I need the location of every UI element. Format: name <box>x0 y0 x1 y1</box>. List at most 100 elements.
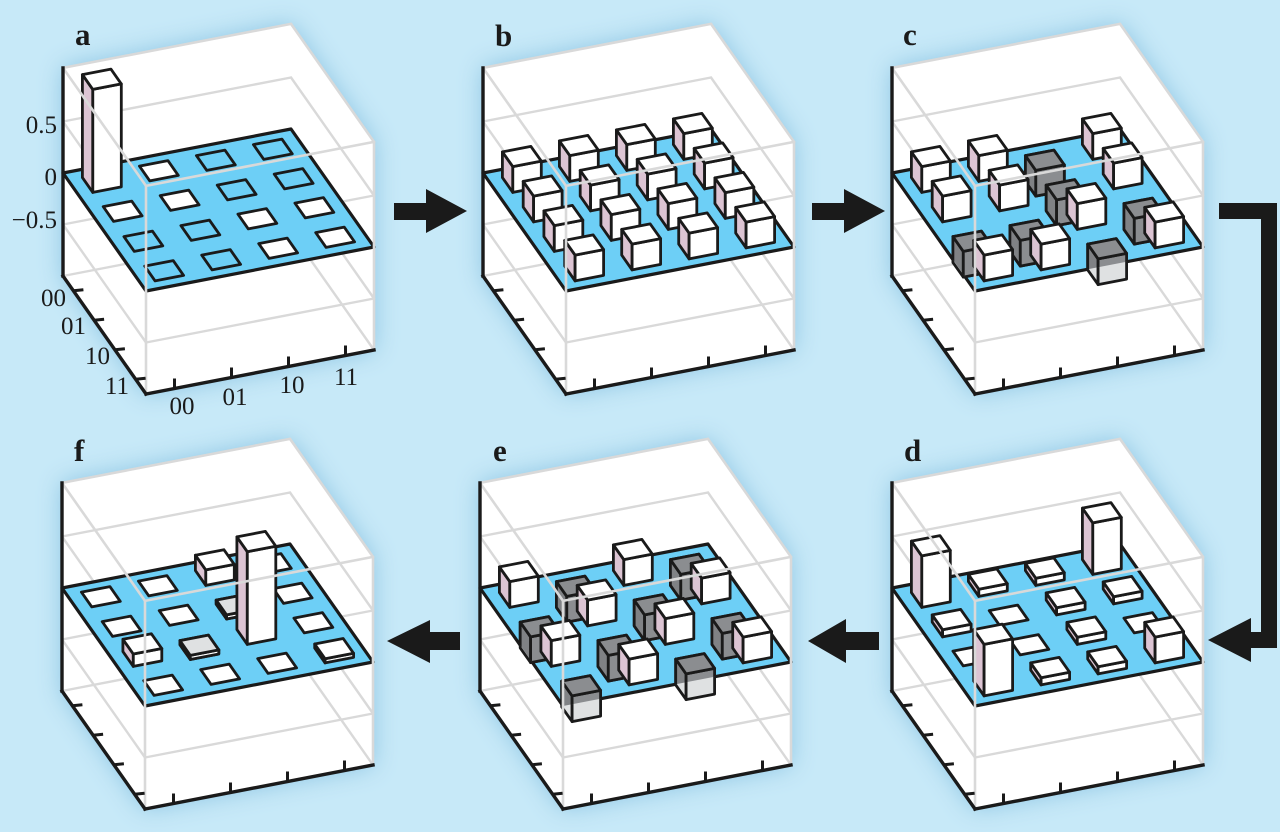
top-right-edge <box>706 437 793 559</box>
back-wall-gridline <box>890 491 1122 538</box>
bar-through-plane <box>178 633 221 661</box>
bar-top-face <box>81 67 123 91</box>
top-back-edge <box>478 437 710 485</box>
bar-00-00 <box>497 560 540 609</box>
col-tick-label: 01 <box>223 384 248 411</box>
bar-00-10 <box>1024 556 1066 587</box>
bar-top-face <box>137 159 180 183</box>
bar-top-face <box>1065 615 1108 639</box>
bar-top-face <box>122 229 165 253</box>
right-wall-gridline <box>1118 491 1205 612</box>
top-left-edge <box>478 481 565 603</box>
arrow-right-icon <box>394 189 467 233</box>
bar-top-face <box>1029 222 1071 246</box>
panel-d: d <box>889 433 1205 812</box>
top-front-edge <box>143 555 375 603</box>
positive-bars <box>497 538 773 687</box>
left-wall-gridline <box>481 223 568 344</box>
row-axis-tick <box>902 703 913 708</box>
row-axis-tick <box>552 791 563 796</box>
bar-top-face <box>987 603 1030 627</box>
col-tick-label: 11 <box>334 364 358 391</box>
bar-10-10 <box>235 530 278 646</box>
bar-11-00 <box>563 233 605 283</box>
bar-11-10 <box>1086 237 1128 287</box>
top-left-edge <box>890 66 977 188</box>
bar-top-face <box>563 233 605 257</box>
bar-11-01 <box>1029 222 1071 272</box>
panel-f: f <box>59 433 375 812</box>
bar-11-01 <box>617 637 659 687</box>
bar-top-face <box>142 673 185 697</box>
box-edges <box>890 22 1205 396</box>
bar-top-face <box>497 560 540 583</box>
bar-00-01 <box>137 159 180 183</box>
row-axis <box>60 273 149 397</box>
bar-10-01 <box>599 192 642 242</box>
bar-11-01 <box>200 248 243 272</box>
bar-front-face <box>245 544 278 646</box>
top-front-edge <box>973 140 1205 188</box>
bar-top-face <box>257 236 300 260</box>
right-wall-gridline <box>709 76 796 197</box>
col-tick-label: 10 <box>280 372 305 399</box>
top-right-edge <box>1118 22 1205 144</box>
box-edges <box>60 437 375 811</box>
panel-label-c: c <box>903 17 917 52</box>
bar-01-01 <box>158 188 201 212</box>
panel-label-e: e <box>493 433 507 468</box>
row-axis-tick-labels: 00 01 10 11 <box>41 285 129 400</box>
z-axis-tick-labels: 0.5 0 −0.5 <box>12 112 57 234</box>
back-wall-gridline <box>478 491 710 538</box>
bar-top-face <box>1143 615 1185 639</box>
left-wall-gridline <box>890 638 977 759</box>
axes <box>889 66 1205 397</box>
bar-top-face <box>500 144 543 169</box>
bar-top-face <box>1044 586 1087 610</box>
row-axis-tick <box>555 376 566 381</box>
positive-bars <box>80 530 356 697</box>
arrow-right-icon <box>812 189 885 233</box>
box-edges <box>481 22 796 396</box>
row-axis-tick <box>93 317 105 322</box>
row-axis-tick <box>134 791 145 796</box>
bar-top-face <box>215 178 258 202</box>
bar-top-face <box>193 548 236 572</box>
bar-01-11 <box>1101 141 1144 191</box>
bar-01-11 <box>272 167 315 191</box>
top-left-edge <box>60 481 147 603</box>
bar-00-11 <box>251 137 294 161</box>
bar-top-face <box>271 581 314 605</box>
row-axis-tick <box>73 288 84 293</box>
arrow-left-icon <box>387 620 460 663</box>
bar-top-face <box>731 615 773 639</box>
bar-01-10 <box>215 178 258 202</box>
negative-bars <box>122 137 315 283</box>
bar-10-11 <box>713 170 756 220</box>
row-axis-tick <box>531 762 543 767</box>
top-left-edge <box>481 66 568 188</box>
bar-11-10 <box>256 651 299 675</box>
panel-b-plot <box>480 22 796 397</box>
bar-top-face <box>251 137 294 161</box>
left-wall-gridline <box>61 223 148 344</box>
right-wall-gridline <box>706 491 793 612</box>
top-back-edge <box>890 437 1122 485</box>
panel-label-b: b <box>495 18 512 53</box>
front-wall-gridline <box>973 297 1205 344</box>
col-axis <box>561 763 793 811</box>
bar-top-face <box>1024 556 1066 580</box>
bar-10-10 <box>1065 181 1108 231</box>
right-wall-gridline <box>289 76 376 197</box>
row-axis-tick <box>964 376 975 381</box>
row-axis-tick <box>493 288 504 293</box>
top-front-edge <box>564 140 796 188</box>
panel-label-d: d <box>904 433 921 468</box>
bar-01-01 <box>157 603 200 627</box>
bar-11-01 <box>1029 656 1071 687</box>
bar-11-00 <box>972 622 1014 698</box>
row-axis-tick <box>534 347 546 352</box>
bar-top-face <box>1086 237 1128 261</box>
bar-top-face <box>1143 200 1185 224</box>
bar-left-face <box>81 73 95 194</box>
